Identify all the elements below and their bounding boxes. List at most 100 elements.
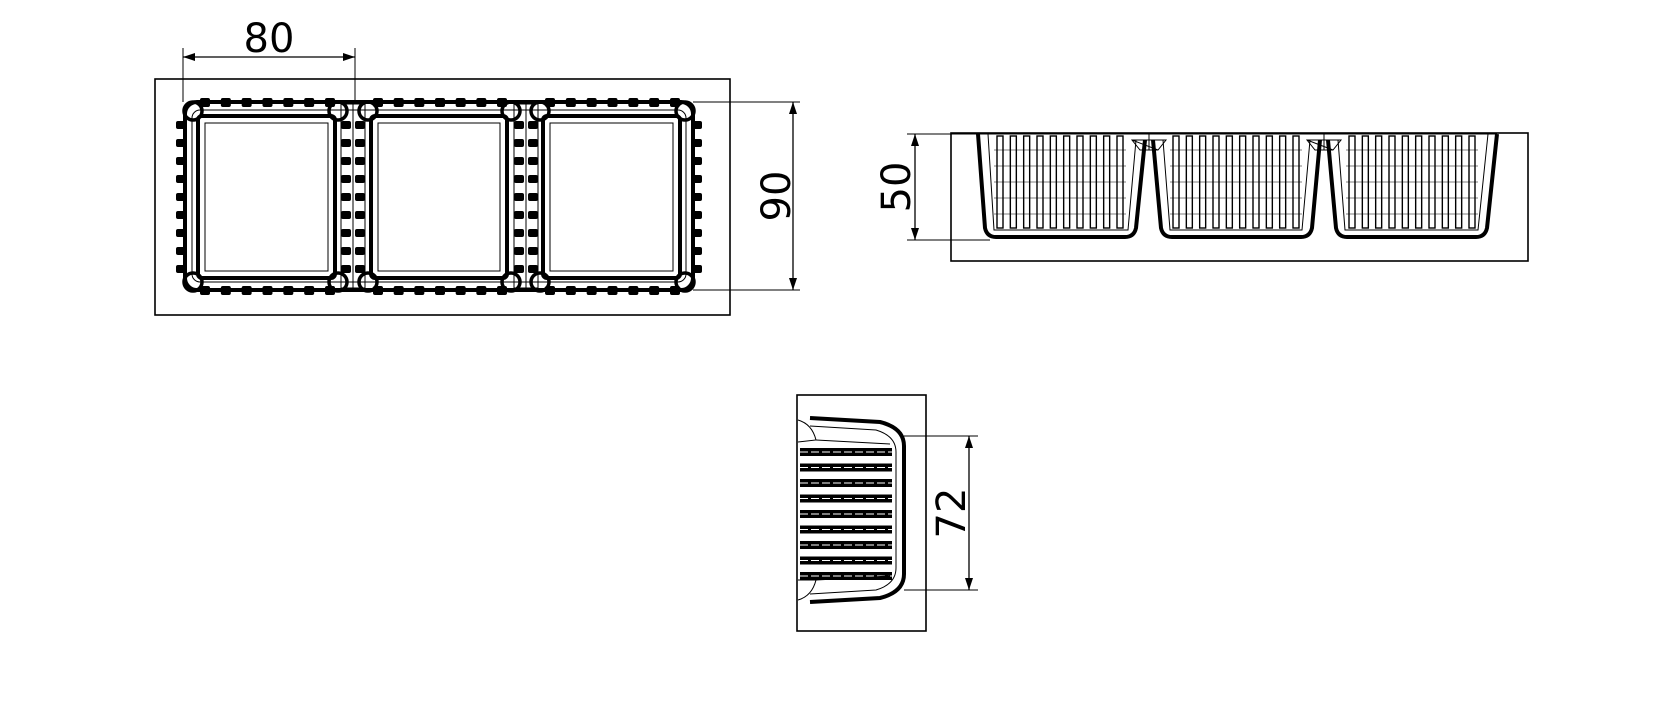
rim-bump (176, 121, 186, 129)
corner-post (357, 271, 379, 293)
side-view-basket-outline (809, 416, 906, 604)
rim-bump (528, 193, 538, 201)
rim-bump (355, 211, 365, 219)
rim-bump (607, 98, 618, 107)
rim-bump (341, 139, 351, 147)
side-view-top-handle (797, 419, 891, 445)
rim-bump (497, 98, 507, 107)
front-view-compartment-1 (976, 133, 1147, 239)
front-view-compartment-3 (1326, 133, 1499, 239)
side-width-dimension: 72 (904, 435, 978, 591)
top-view-cell-3 (541, 114, 682, 280)
rim-bump (528, 139, 538, 147)
rim-bump (414, 98, 425, 107)
rim-bump (607, 286, 618, 295)
rim-bump (692, 229, 702, 237)
rim-bump (241, 98, 252, 107)
rim-bump (692, 247, 702, 255)
front-height-dimension: 50 (874, 133, 990, 241)
rim-bump (528, 265, 538, 273)
rim-bump (325, 98, 335, 107)
corner-post (674, 100, 696, 122)
rim-bump (514, 229, 524, 237)
top-depth-dimension: 90 (693, 101, 800, 291)
rim-bump (341, 157, 351, 165)
rim-bump (200, 98, 210, 107)
front-view-joint-2 (1305, 134, 1343, 151)
rim-bump (528, 175, 538, 183)
corner-post (182, 100, 204, 122)
rim-bump (262, 98, 273, 107)
front-view: 50 (874, 132, 1529, 262)
top-view-basket-outline (183, 100, 695, 292)
rim-bump (341, 211, 351, 219)
side-view-slats (800, 448, 892, 580)
rim-bump (176, 265, 186, 273)
side-view-bottom-handle (797, 575, 891, 601)
rim-bump (528, 211, 538, 219)
rim-bump (514, 193, 524, 201)
rim-bump (692, 211, 702, 219)
rim-bump (176, 211, 186, 219)
rim-bump (176, 193, 186, 201)
rim-bump (176, 247, 186, 255)
rim-bump (200, 286, 210, 295)
top-depth-label: 90 (754, 171, 800, 222)
front-height-label: 50 (874, 162, 920, 213)
rim-bump (528, 229, 538, 237)
rim-bump (435, 286, 445, 295)
rim-bump (514, 175, 524, 183)
rim-bump (355, 229, 365, 237)
rim-bump (455, 286, 466, 295)
rim-bump (545, 286, 555, 295)
rim-bump (355, 193, 365, 201)
corner-post (529, 100, 551, 122)
rim-bump (341, 175, 351, 183)
rim-bump (565, 98, 576, 107)
rim-bump (373, 286, 383, 295)
top-view: 80 90 (154, 16, 800, 316)
rim-bump (414, 286, 425, 295)
rim-bump (435, 98, 445, 107)
rim-bump (497, 286, 507, 295)
rim-bump (355, 265, 365, 273)
rim-bump (528, 157, 538, 165)
rim-bump (528, 121, 538, 129)
corner-post (327, 271, 349, 293)
rim-bump (692, 193, 702, 201)
corner-post (357, 100, 379, 122)
rim-bump (355, 157, 365, 165)
rim-bump (176, 229, 186, 237)
rim-bump (304, 286, 315, 295)
rim-bump (304, 98, 315, 107)
rim-bump (528, 247, 538, 255)
corner-post (529, 271, 551, 293)
rim-bump (586, 286, 597, 295)
rim-bump (514, 157, 524, 165)
rim-bump (514, 265, 524, 273)
top-view-cell-1 (196, 114, 337, 280)
rim-bump (341, 265, 351, 273)
rim-bump (262, 286, 273, 295)
rim-bump (649, 286, 660, 295)
rim-bump (176, 175, 186, 183)
rim-bump (341, 247, 351, 255)
rim-bump (565, 286, 576, 295)
side-view-frame (796, 394, 927, 632)
top-view-cell-2 (369, 114, 509, 280)
rim-bump (514, 247, 524, 255)
rim-bump (283, 286, 294, 295)
rim-bump (692, 121, 702, 129)
rim-bump (514, 121, 524, 129)
top-width-dimension: 80 (182, 16, 356, 102)
rim-bump (355, 121, 365, 129)
rim-bump (341, 193, 351, 201)
rim-bump (373, 98, 383, 107)
rim-bump (220, 286, 231, 295)
front-view-frame (950, 132, 1529, 262)
rim-bump (176, 157, 186, 165)
corner-post (500, 100, 522, 122)
rim-bump (355, 175, 365, 183)
rim-bump (341, 121, 351, 129)
